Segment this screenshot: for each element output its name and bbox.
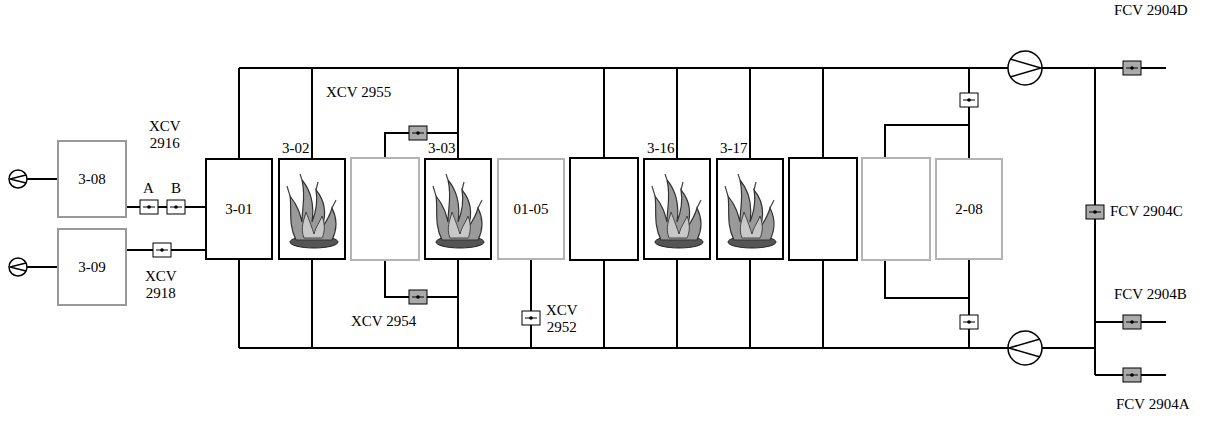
fire-symbol: [652, 174, 703, 248]
valve-label: FCV 2904A: [1116, 396, 1190, 413]
tank-box: 3-09: [57, 228, 127, 306]
valve-symbol: [1123, 368, 1141, 382]
valve-label: XCV 2918: [145, 268, 176, 301]
fire-symbol: [287, 174, 338, 248]
tank-label: 01-05: [514, 201, 549, 218]
pipe-lines: [27, 68, 1166, 375]
valve-symbol: [522, 311, 540, 325]
tank-box: 3-01: [205, 158, 273, 260]
valve-symbol: [153, 243, 171, 257]
valve-symbol: [167, 200, 185, 214]
tank-heading: 3-03: [428, 140, 456, 157]
valve-label: FCV 2904B: [1114, 286, 1187, 303]
tank-label: 2-08: [955, 201, 983, 218]
valve-label: FCV 2904C: [1110, 203, 1183, 220]
valve-symbol: [409, 126, 427, 140]
tank-label: 3-09: [78, 259, 106, 276]
tank-label: 3-01: [225, 201, 253, 218]
valve-label: XCV 2952: [546, 302, 577, 335]
tank-box: 3-02: [278, 158, 346, 260]
fire-symbol: [433, 174, 484, 248]
tank-heading: 3-16: [647, 140, 675, 157]
tank-box: 01-05: [497, 158, 565, 260]
valve-symbol: [960, 93, 978, 107]
fire-symbol: [725, 174, 776, 248]
tank-box: 3-03: [424, 158, 492, 260]
tank-box: 2-08: [935, 158, 1003, 260]
tank-box: 3-08: [57, 140, 127, 218]
valve-label: XCV 2916: [149, 118, 180, 151]
valve-label: FCV 2904D: [1114, 2, 1188, 19]
valve-label: B: [171, 180, 181, 197]
valve-label: A: [143, 180, 154, 197]
valve-label: XCV 2955: [326, 84, 391, 101]
tank-label: 3-08: [78, 171, 106, 188]
tank-box: 3-16: [643, 158, 711, 260]
tank-heading: 3-17: [720, 140, 748, 157]
tank-box: 3-17: [716, 158, 784, 260]
valve-symbol: [1086, 205, 1104, 219]
valve-symbol: [960, 315, 978, 329]
tank-box: [862, 158, 930, 260]
tank-box: [789, 158, 857, 260]
tank-heading: 3-02: [282, 140, 310, 157]
valve-symbol: [140, 200, 158, 214]
tank-box: [351, 158, 419, 260]
pipe-connector: [127, 206, 205, 208]
valve-symbol: [1123, 315, 1141, 329]
pump-symbol: [9, 51, 1042, 365]
tank-box: [570, 158, 638, 260]
valve-symbol: [1123, 61, 1141, 75]
valve-symbol: [409, 290, 427, 304]
valve-label: XCV 2954: [351, 313, 416, 330]
